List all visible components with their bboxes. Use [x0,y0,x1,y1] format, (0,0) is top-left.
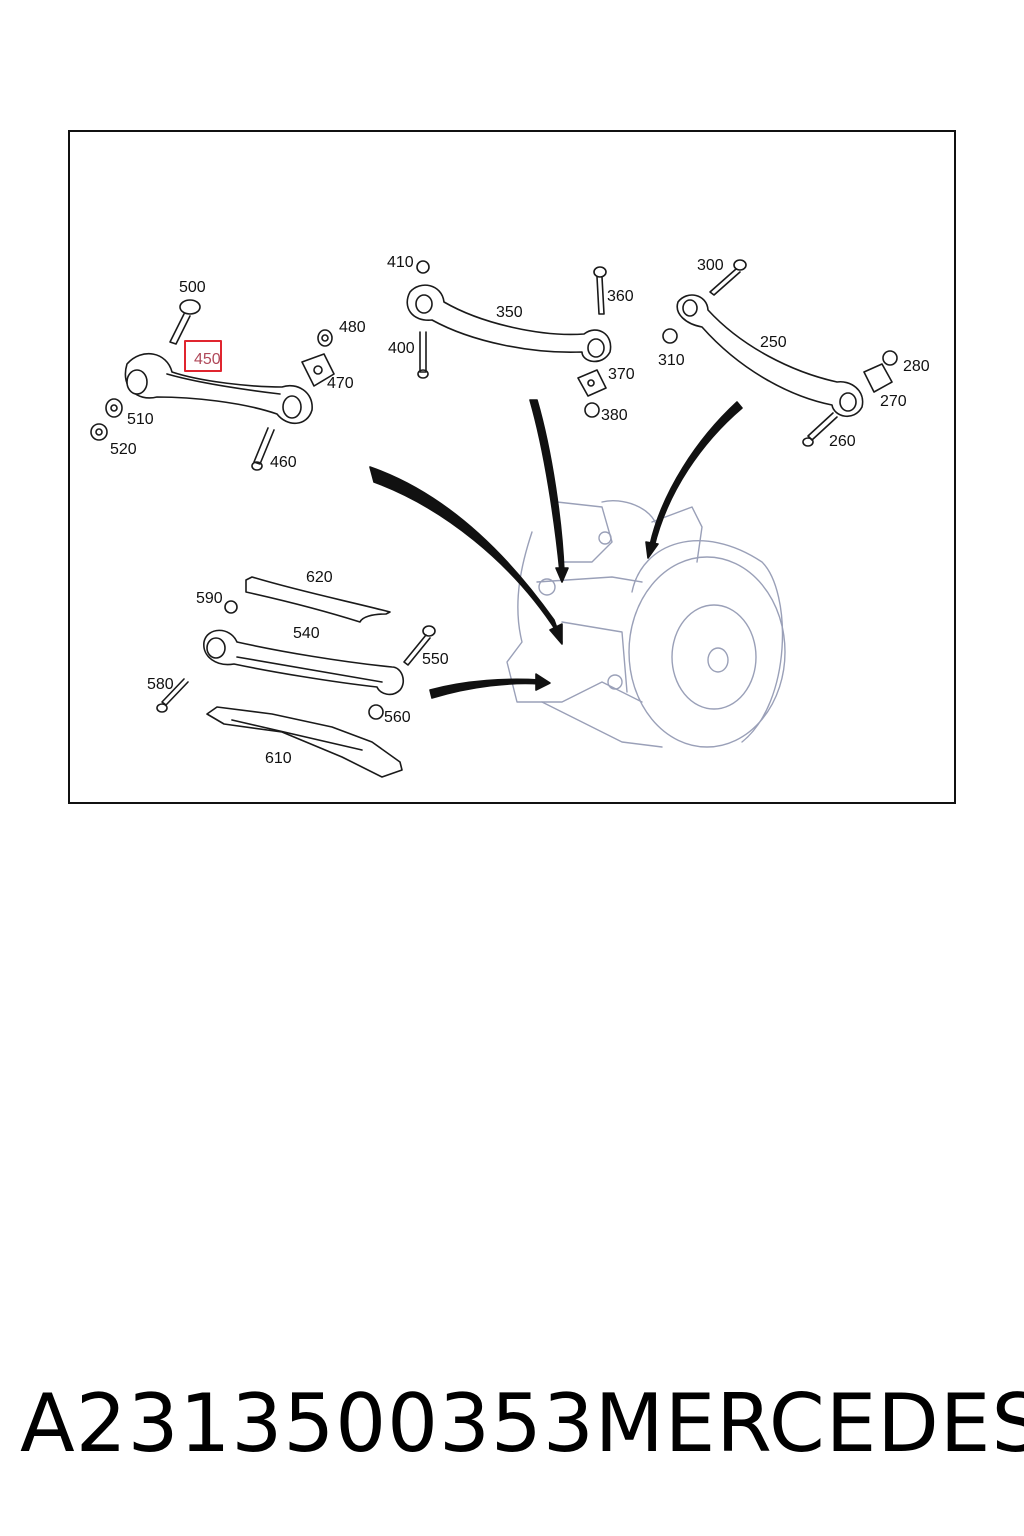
brand-name: MERCEDES [594,1376,1024,1470]
control-arm-250 [676,294,864,417]
callout-310: 310 [658,352,685,369]
plate-270-icon [863,363,893,393]
pointer-arrows [369,399,743,699]
callout-460: 460 [270,454,297,471]
washer-480-icon [317,329,333,347]
callout-370: 370 [608,366,635,383]
bolt-500-icon [169,299,201,345]
callout-280: 280 [903,358,930,375]
callout-270: 270 [880,393,907,410]
callout-350: 350 [496,304,523,321]
control-arm-250-group [662,259,898,447]
bolt-460-icon [251,427,275,471]
cover-610-icon [206,706,403,778]
callout-580: 580 [147,676,174,693]
control-arm-540 [203,629,404,696]
washer-590-icon [224,600,238,614]
washer-510-icon [105,398,123,418]
callout-380: 380 [601,407,628,424]
callout-510: 510 [127,411,154,428]
callout-250: 250 [760,334,787,351]
callout-610: 610 [265,750,292,767]
bolt-300-icon [709,259,747,296]
callout-620: 620 [306,569,333,586]
arrow-upper-left [369,466,563,643]
bolt-400-icon [417,331,429,379]
control-arm-540-group [156,576,436,778]
callout-labels: 500 480 470 510 520 460 410 350 360 400 … [110,254,930,767]
callout-540: 540 [293,625,320,642]
nut-560-icon [368,704,384,720]
callout-450: 450 [194,351,221,368]
nut-380-icon [584,402,600,418]
highlighted-callout-450: 450 [184,340,222,372]
washer-280-icon [882,350,898,366]
callout-400: 400 [388,340,415,357]
plate-470-icon [301,353,335,387]
bolt-550-icon [403,625,436,666]
suspension-parts-diagram: 500 480 470 510 520 460 410 350 360 400 … [90,254,930,778]
parts-diagram-frame: 500 480 470 510 520 460 410 350 360 400 … [68,130,956,804]
arrow-upper-middle [529,399,565,573]
heat-shield-620-icon [245,576,391,623]
bolt-580-icon [156,678,189,713]
callout-410: 410 [387,254,414,271]
nut-310-icon [662,328,678,344]
callout-300: 300 [697,257,724,274]
callout-480: 480 [339,319,366,336]
control-arm-350-group [406,260,612,418]
bolt-260-icon [802,412,838,447]
callout-520: 520 [110,441,137,458]
bottom-caption: A2313500353 MERCEDES [20,1368,1024,1478]
plate-370-icon [577,369,607,397]
control-arm-450-group [90,299,335,471]
arrow-upper-right [649,401,743,548]
callout-360: 360 [607,288,634,305]
arrow-lower [429,678,541,699]
nut-520-icon [90,423,108,441]
wheel-hub-assembly [506,500,786,748]
highlight-box [184,340,222,372]
callout-260: 260 [829,433,856,450]
callout-590: 590 [196,590,223,607]
nut-410-icon [416,260,430,274]
part-number: A2313500353 [20,1376,595,1470]
callout-500: 500 [179,279,206,296]
control-arm-350 [406,284,612,363]
callout-550: 550 [422,651,449,668]
callout-470: 470 [327,375,354,392]
bolt-360-icon [593,266,607,315]
control-arm-450 [124,352,313,425]
callout-560: 560 [384,709,411,726]
